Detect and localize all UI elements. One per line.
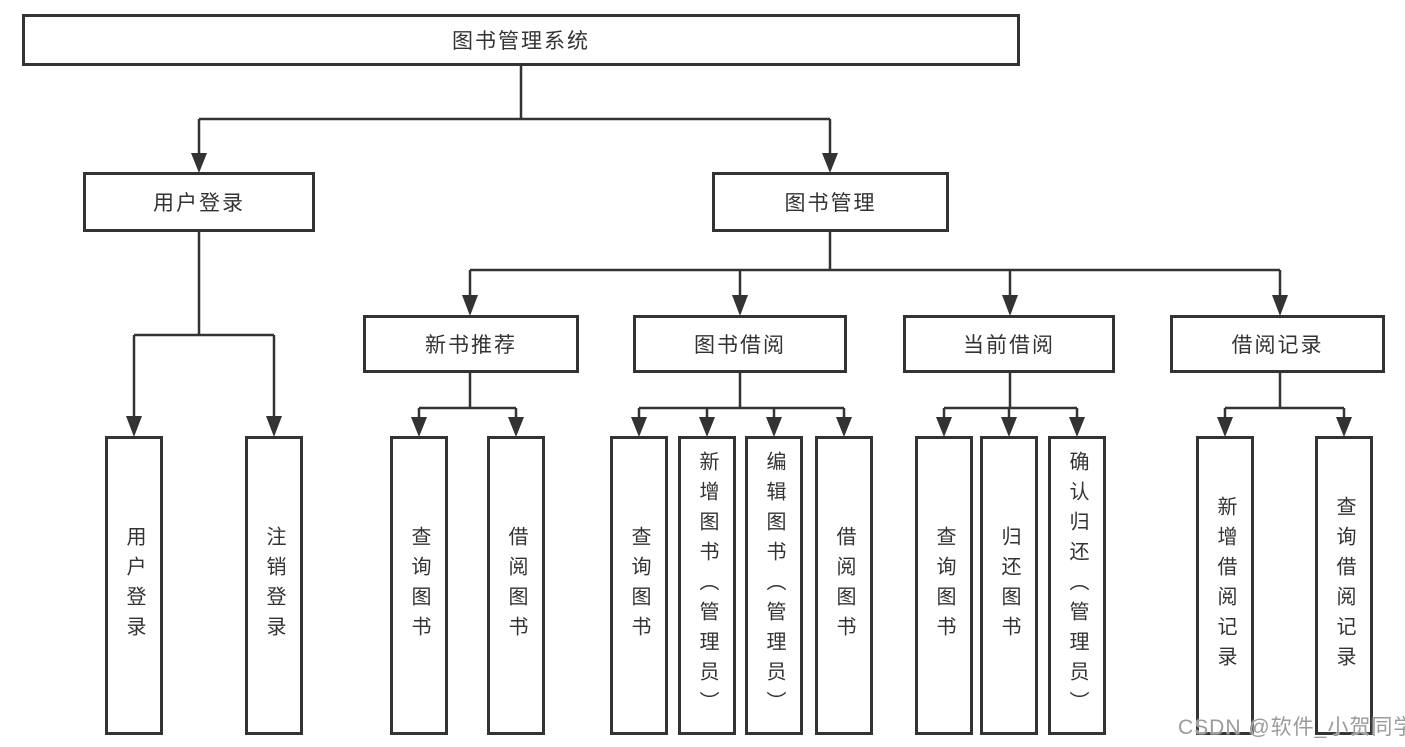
node-book-management-label: 图书管理 — [784, 192, 877, 215]
node-user-login-label: 用户登录 — [153, 192, 245, 215]
node-current-borrow-label: 当前借阅 — [963, 334, 1055, 357]
leaf-logout: 注销登录 — [245, 436, 303, 735]
connector-root-to-level2 — [191, 66, 838, 173]
node-book-management: 图书管理 — [712, 172, 949, 232]
leaf-confirm-return-admin-label: 确认归还（管理员） — [1066, 450, 1088, 721]
connector-current-borrow-to-leaves — [936, 373, 1085, 437]
leaf-query-borrow-record: 查询借阅记录 — [1315, 436, 1373, 735]
leaf-add-books-admin-label: 新增图书（管理员） — [696, 450, 718, 721]
connector-user-login-to-leaves — [126, 232, 282, 437]
leaf-borrow-books: 借阅图书 — [487, 436, 545, 735]
leaf-add-borrow-record: 新增借阅记录 — [1196, 436, 1254, 735]
leaf-query-books: 查询图书 — [610, 436, 668, 735]
leaf-return-books: 归还图书 — [980, 436, 1038, 735]
connector-book-borrow-to-leaves — [631, 373, 852, 437]
node-book-borrow-label: 图书借阅 — [694, 334, 786, 357]
leaf-edit-books-admin: 编辑图书（管理员） — [745, 436, 803, 735]
leaf-borrow-books-label: 借阅图书 — [505, 525, 527, 646]
leaf-return-books-label: 归还图书 — [998, 525, 1020, 646]
node-borrow-records: 借阅记录 — [1170, 315, 1385, 373]
leaf-query-books-label: 查询图书 — [628, 525, 650, 646]
leaf-query-books-label: 查询图书 — [933, 525, 955, 646]
leaf-add-borrow-record-label: 新增借阅记录 — [1214, 495, 1236, 676]
leaf-borrow-books: 借阅图书 — [815, 436, 873, 735]
connector-new-book-rec-to-leaves — [411, 373, 524, 437]
csdn-watermark: CSDN @软件_小贺同学 — [1178, 716, 1405, 739]
node-new-book-recommend: 新书推荐 — [363, 315, 579, 373]
node-root-system-label: 图书管理系统 — [452, 30, 590, 53]
node-new-book-recommend-label: 新书推荐 — [425, 334, 517, 357]
node-borrow-records-label: 借阅记录 — [1231, 334, 1324, 357]
node-root-system: 图书管理系统 — [22, 14, 1020, 66]
connector-book-mgmt-to-level3 — [462, 232, 1288, 316]
leaf-query-books: 查询图书 — [390, 436, 448, 735]
leaf-confirm-return-admin: 确认归还（管理员） — [1048, 436, 1106, 735]
connector-borrow-records-to-leaves — [1217, 373, 1352, 437]
node-book-borrow: 图书借阅 — [633, 315, 847, 373]
leaf-logout-label: 注销登录 — [263, 525, 285, 646]
leaf-user-login: 用户登录 — [105, 436, 163, 735]
leaf-query-books: 查询图书 — [915, 436, 973, 735]
leaf-add-books-admin: 新增图书（管理员） — [678, 436, 736, 735]
leaf-query-books-label: 查询图书 — [408, 525, 430, 646]
leaf-edit-books-admin-label: 编辑图书（管理员） — [763, 450, 785, 721]
node-current-borrow: 当前借阅 — [903, 315, 1115, 373]
node-user-login: 用户登录 — [83, 172, 315, 232]
leaf-query-borrow-record-label: 查询借阅记录 — [1333, 495, 1355, 676]
leaf-user-login-label: 用户登录 — [123, 525, 145, 646]
leaf-borrow-books-label: 借阅图书 — [833, 525, 855, 646]
